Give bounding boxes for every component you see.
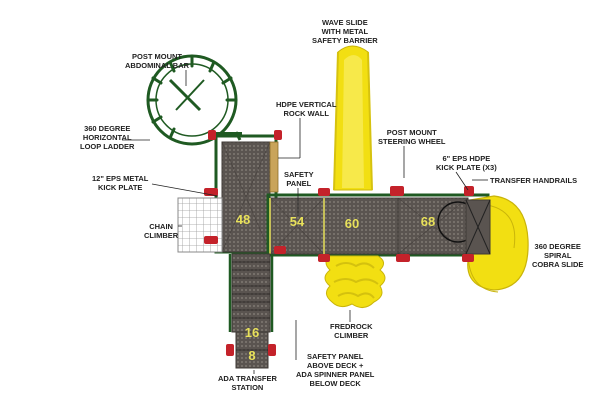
fredrock-climber	[324, 255, 386, 308]
ada-transfer-station	[231, 253, 271, 369]
deck-height-8: 8	[248, 348, 255, 363]
deck-height-16: 16	[245, 325, 259, 340]
loop-ladder	[146, 54, 242, 146]
deck-height-54: 54	[290, 214, 305, 229]
main-deck-run	[266, 193, 490, 257]
spiral-slide	[437, 195, 529, 293]
red-clamps	[204, 130, 474, 356]
label-transfer-handrails: TRANSFER HANDRAILS	[490, 176, 578, 185]
wave-slide	[333, 45, 373, 191]
handrails	[228, 254, 274, 332]
deck-height-60: 60	[345, 216, 359, 231]
leader-lines	[122, 70, 488, 374]
deck-height-48: 48	[236, 212, 250, 227]
deck-height-68: 68	[421, 214, 435, 229]
